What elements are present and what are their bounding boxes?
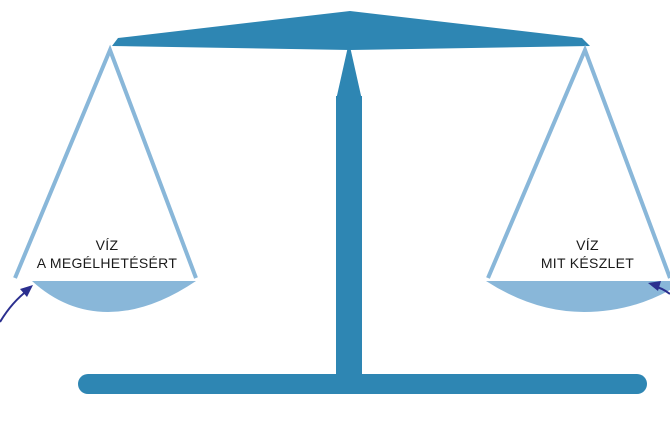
right-pan-strings (486, 44, 670, 279)
left-pan-strings (13, 44, 198, 279)
left-arrow-icon (0, 285, 33, 323)
left-pan-label: VÍZ A MEGÉLHETÉSÉRT (12, 236, 202, 272)
left-pan-bowl (32, 281, 196, 312)
right-pan-label-line2: MIT KÉSZLET (540, 255, 635, 271)
scale-base (78, 374, 647, 394)
right-pan-label-line1: VÍZ (576, 237, 599, 253)
scale-post (336, 96, 362, 378)
left-pan-label-line2: A MEGÉLHETÉSÉRT (36, 255, 178, 271)
scale-post-tip (336, 42, 362, 100)
left-pan-label-line1: VÍZ (95, 237, 119, 253)
right-pan-bowl (486, 281, 670, 312)
scale-beam (112, 11, 590, 50)
right-pan-label: VÍZ MIT KÉSZLET (495, 236, 670, 272)
right-arrow-icon (648, 281, 670, 295)
